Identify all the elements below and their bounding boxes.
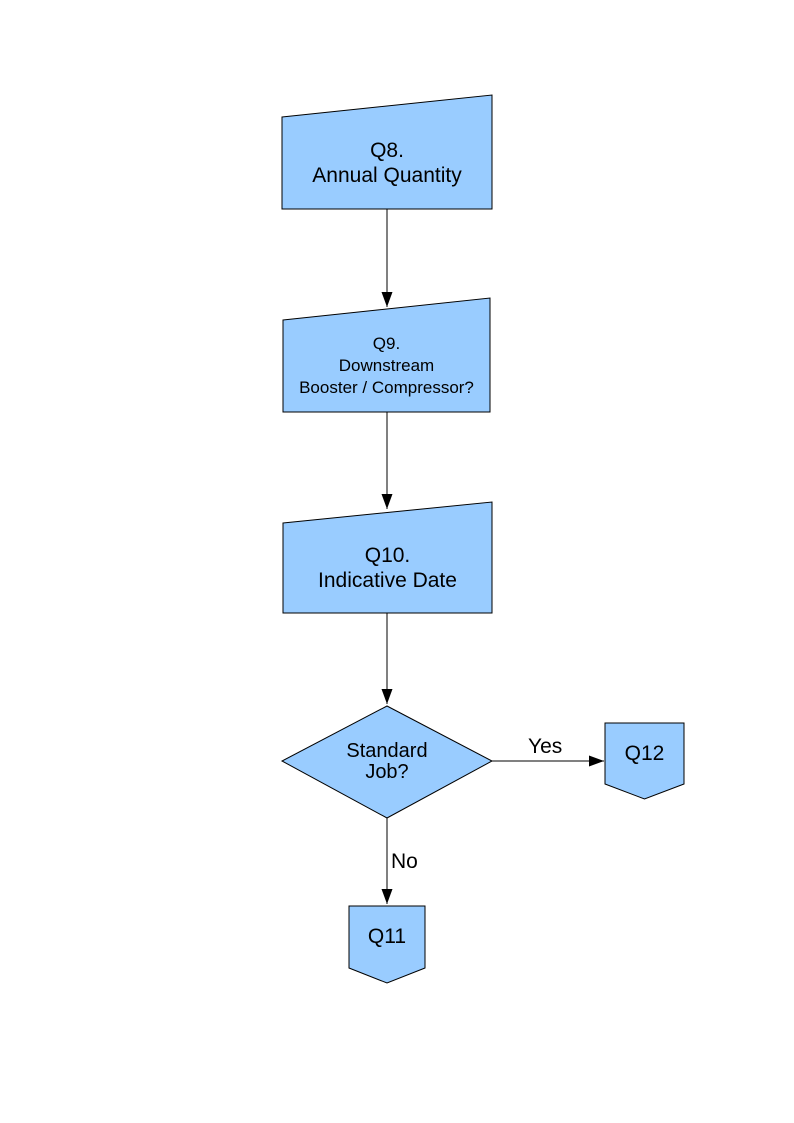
- node-q8-line1: Q8.: [370, 139, 404, 162]
- node-q11-text: Q11: [367, 925, 407, 948]
- node-q11-shape: [348, 905, 426, 984]
- node-q8-line2: Annual Quantity: [312, 164, 462, 187]
- node-q8-shape: [281, 94, 493, 210]
- node-decision-line1: Standard: [346, 740, 428, 762]
- node-q9-shape: [282, 297, 491, 413]
- edge-label-yes: Yes: [528, 735, 563, 758]
- node-decision-line2: Job?: [365, 761, 409, 783]
- node-q12-shape: [604, 722, 685, 800]
- node-q10-line2: Indicative Date: [318, 569, 457, 592]
- node-q9-line3: Booster / Compressor?: [299, 378, 474, 397]
- node-q9-line1: Q9.: [372, 334, 401, 353]
- node-decision-label: Standard Job?: [287, 716, 487, 808]
- node-q9-label: Q9. Downstream Booster / Compressor?: [283, 320, 490, 412]
- node-q9-line2: Downstream: [338, 356, 435, 375]
- node-decision-shape: [280, 705, 494, 819]
- node-q11-label: Q11: [349, 906, 425, 968]
- node-q10-line1: Q10.: [364, 544, 411, 567]
- node-q12-label: Q12: [605, 723, 684, 784]
- edge-label-no: No: [391, 850, 418, 873]
- node-q12-text: Q12: [624, 741, 665, 765]
- node-q8-label: Q8. Annual Quantity: [282, 117, 492, 209]
- node-q10-shape: [282, 501, 493, 614]
- node-q10-label: Q10. Indicative Date: [283, 523, 492, 613]
